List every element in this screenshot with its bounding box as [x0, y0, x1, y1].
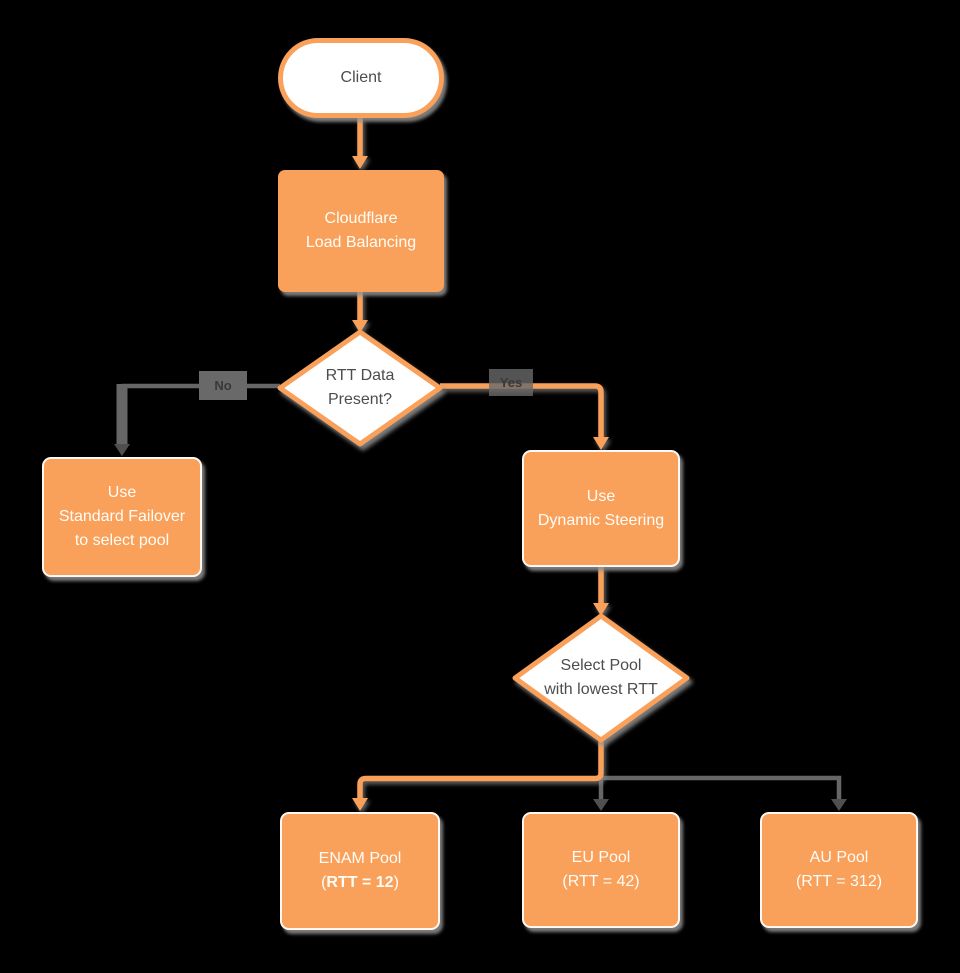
decision-select-pool-line2: with lowest RTT: [544, 681, 658, 698]
node-standard-failover: Use Standard Failover to select pool: [42, 457, 202, 577]
node-au-pool: AU Pool (RTT = 312): [760, 812, 918, 928]
enam-paren-open: (: [321, 874, 327, 891]
decision-select-pool-shape: [512, 613, 690, 743]
node-eu-pool-line1: EU Pool: [571, 849, 631, 866]
arrowhead-to-lb: [352, 156, 368, 169]
arrowhead-to-dynamic-steering: [593, 437, 609, 450]
edge-to-enam-pool: [357, 740, 604, 799]
diamond-shape: [277, 329, 443, 447]
node-client-label: Client: [340, 69, 382, 86]
decision-rtt-line1: RTT Data: [325, 367, 395, 384]
node-standard-failover-line1: Use: [107, 484, 137, 501]
decision-select-pool-line1: Select Pool: [560, 657, 642, 674]
node-dynamic-steering-line2: Dynamic Steering: [537, 511, 665, 529]
node-load-balancing-line1: Cloudflare: [324, 210, 398, 227]
decision-rtt-data-label: RTT Data Present?: [280, 364, 440, 412]
edge-to-au-pool: [601, 775, 842, 799]
node-standard-failover-line2: Standard Failover: [58, 508, 186, 525]
arrowhead-to-eu-pool: [593, 799, 609, 811]
node-standard-failover-line3: to select pool: [74, 532, 170, 549]
node-au-pool-line2: (RTT = 312): [795, 873, 883, 890]
arrowhead-to-rtt-decision: [352, 320, 368, 333]
arrowhead-to-standard-failover: [114, 444, 130, 456]
orange-edges: [357, 118, 604, 799]
node-enam-pool: ENAM Pool (RTT = 12): [280, 812, 440, 930]
gray-edges: [114, 383, 847, 811]
arrowhead-to-au-pool: [831, 799, 847, 811]
edge-label-no-text: No: [214, 378, 232, 393]
diamond-shape: [512, 613, 690, 743]
node-enam-pool-line1: ENAM Pool: [318, 850, 402, 867]
edge-yes-to-dynamic-steering: [440, 383, 604, 438]
node-dynamic-steering-line1: Use: [586, 487, 616, 505]
arrowhead-to-select-pool: [593, 603, 609, 616]
edge-label-yes: Yes: [489, 369, 533, 396]
arrowhead-to-enam-pool: [352, 798, 368, 811]
node-load-balancing: Cloudflare Load Balancing: [278, 170, 444, 292]
enam-paren-close: ): [393, 874, 399, 891]
node-enam-pool-line2: (RTT = 12): [321, 871, 399, 895]
orange-arrowheads: [352, 156, 609, 811]
edge-label-no: No: [199, 371, 247, 400]
node-load-balancing-line2: Load Balancing: [305, 234, 417, 251]
edge-label-yes-text: Yes: [499, 375, 523, 390]
decision-rtt-line2: Present?: [327, 391, 393, 408]
node-eu-pool: EU Pool (RTT = 42): [522, 812, 680, 928]
enam-rtt-value: RTT = 12: [326, 874, 394, 891]
node-au-pool-line1: AU Pool: [809, 849, 869, 866]
node-client: Client: [278, 38, 444, 118]
node-dynamic-steering: Use Dynamic Steering: [522, 450, 680, 567]
decision-rtt-data-shape: [277, 329, 443, 447]
node-eu-pool-line2: (RTT = 42): [562, 873, 640, 890]
decision-select-pool-label: Select Pool with lowest RTT: [516, 654, 686, 702]
